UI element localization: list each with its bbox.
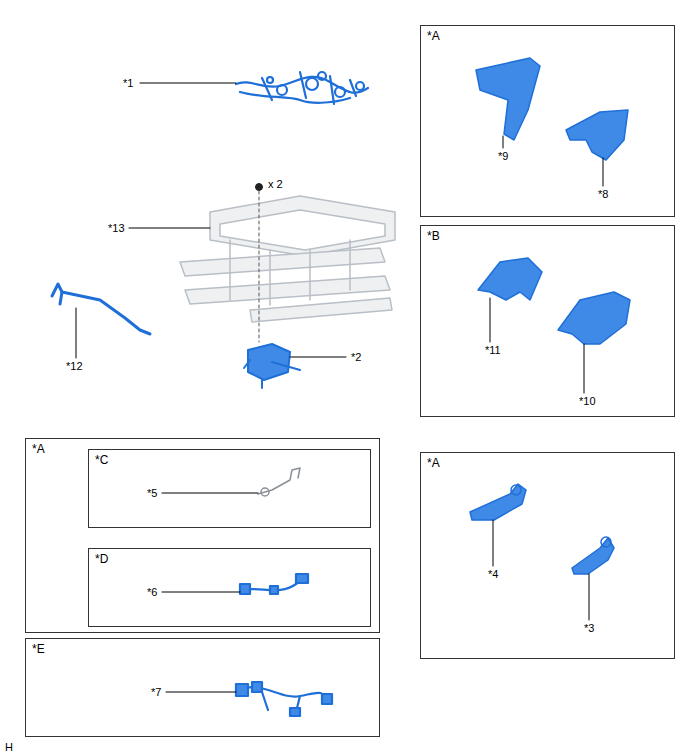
panel-box: *A [420,452,675,659]
callout-number: *4 [487,569,499,580]
callout-number: x 2 [267,179,284,190]
panel-heading: *C [95,453,108,467]
callout-number: *5 [146,488,158,499]
callout-number: *13 [107,223,126,234]
panel-heading: *A [427,29,440,43]
panel-heading: *A [427,456,440,470]
panel-heading: *B [427,229,440,243]
callout-number: *10 [578,396,597,407]
callout-number: *1 [122,78,134,89]
panel-box: *A [420,25,675,217]
callout-number: *9 [497,151,509,162]
callout-number: *12 [65,361,84,372]
panel-heading: *A [32,442,45,456]
panel-box: *E [25,638,380,737]
panel-heading: *D [95,552,108,566]
panel-box: *C [88,449,371,528]
callout-number: *2 [350,352,362,363]
panel-box: *D [88,548,371,627]
callout-number: H [4,742,14,753]
callout-number: *3 [583,623,595,634]
callout-number: *7 [150,687,162,698]
panel-box: *B [420,225,675,417]
panel-heading: *E [32,642,45,656]
panel-box: *A *C *D [25,438,380,633]
callout-number: *8 [597,189,609,200]
callout-number: *6 [146,587,158,598]
callout-number: *11 [484,345,502,356]
